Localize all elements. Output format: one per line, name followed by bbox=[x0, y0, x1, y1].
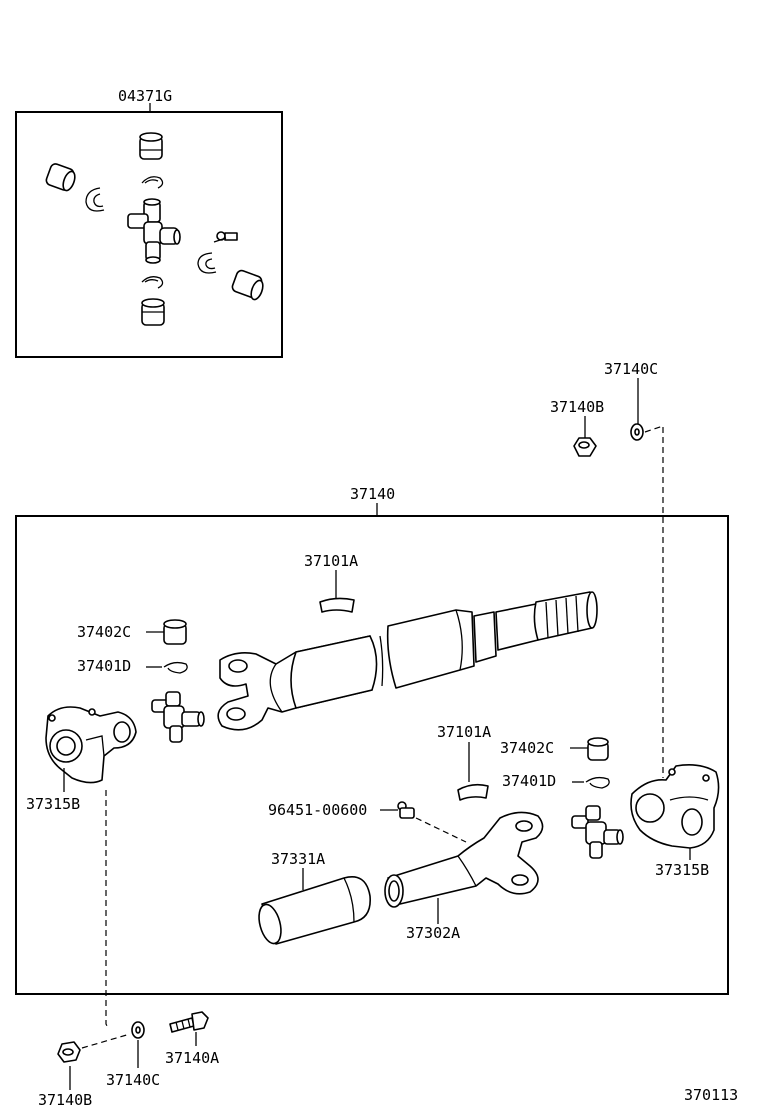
label-kit[interactable]: 04371G bbox=[118, 87, 172, 105]
snap-ring-right[interactable] bbox=[585, 776, 610, 789]
label-bearing-right[interactable]: 37402C bbox=[500, 739, 554, 757]
balance-weight-upper[interactable] bbox=[319, 597, 355, 613]
kit-grease-fitting[interactable] bbox=[213, 231, 238, 243]
label-bearing-left[interactable]: 37402C bbox=[77, 623, 131, 641]
universal-joint-spider-left[interactable] bbox=[151, 691, 205, 743]
slip-yoke[interactable] bbox=[384, 811, 544, 908]
label-washer-bottom[interactable]: 37140C bbox=[106, 1071, 160, 1089]
kit-snap-ring-bottom[interactable] bbox=[141, 276, 164, 289]
snap-ring-left[interactable] bbox=[163, 661, 188, 674]
bearing-cup-left[interactable] bbox=[163, 619, 187, 645]
kit-universal-joint-spider[interactable] bbox=[127, 198, 181, 264]
kit-snap-ring-top[interactable] bbox=[141, 176, 164, 189]
label-flange-right[interactable]: 37315B bbox=[655, 861, 709, 879]
label-washer-top[interactable]: 37140C bbox=[604, 360, 658, 378]
grease-fitting[interactable] bbox=[397, 801, 415, 819]
balance-weight-lower[interactable] bbox=[457, 783, 489, 801]
hex-nut-bottom[interactable] bbox=[57, 1041, 81, 1063]
assembly-box bbox=[15, 515, 729, 995]
label-snap-left[interactable]: 37401D bbox=[77, 657, 131, 675]
label-boot[interactable]: 37331A bbox=[271, 850, 325, 868]
label-flange-left[interactable]: 37315B bbox=[26, 795, 80, 813]
kit-bearing-cup-left[interactable] bbox=[45, 163, 77, 193]
kit-snap-ring-right[interactable] bbox=[197, 252, 217, 274]
label-slip-yoke[interactable]: 37302A bbox=[406, 924, 460, 942]
kit-snap-ring-left[interactable] bbox=[85, 187, 105, 212]
label-nut-top[interactable]: 37140B bbox=[550, 398, 604, 416]
label-weight-upper[interactable]: 37101A bbox=[304, 552, 358, 570]
label-bolt[interactable]: 37140A bbox=[165, 1049, 219, 1067]
label-snap-right[interactable]: 37401D bbox=[502, 772, 556, 790]
bolt[interactable] bbox=[169, 1011, 209, 1033]
label-weight-lower[interactable]: 37101A bbox=[437, 723, 491, 741]
dust-boot[interactable] bbox=[255, 876, 371, 946]
bearing-cup-right[interactable] bbox=[587, 737, 609, 761]
label-assembly[interactable]: 37140 bbox=[350, 485, 395, 503]
diagram-number: 370113 bbox=[684, 1086, 738, 1104]
flange-yoke-left[interactable] bbox=[45, 706, 137, 784]
kit-bearing-cup-top[interactable] bbox=[139, 132, 163, 160]
universal-joint-spider-right[interactable] bbox=[571, 805, 624, 859]
kit-bearing-cup-right[interactable] bbox=[231, 269, 265, 301]
propeller-shaft[interactable] bbox=[217, 591, 598, 731]
label-nut-bottom[interactable]: 37140B bbox=[38, 1091, 92, 1109]
kit-box bbox=[15, 111, 283, 358]
hex-nut-top[interactable] bbox=[573, 437, 597, 457]
kit-bearing-cup-bottom[interactable] bbox=[141, 298, 165, 326]
label-grease-fitting[interactable]: 96451-00600 bbox=[268, 801, 367, 819]
flange-yoke-right[interactable] bbox=[630, 764, 720, 849]
washer-bottom[interactable] bbox=[131, 1021, 145, 1039]
washer-top[interactable] bbox=[630, 423, 644, 441]
